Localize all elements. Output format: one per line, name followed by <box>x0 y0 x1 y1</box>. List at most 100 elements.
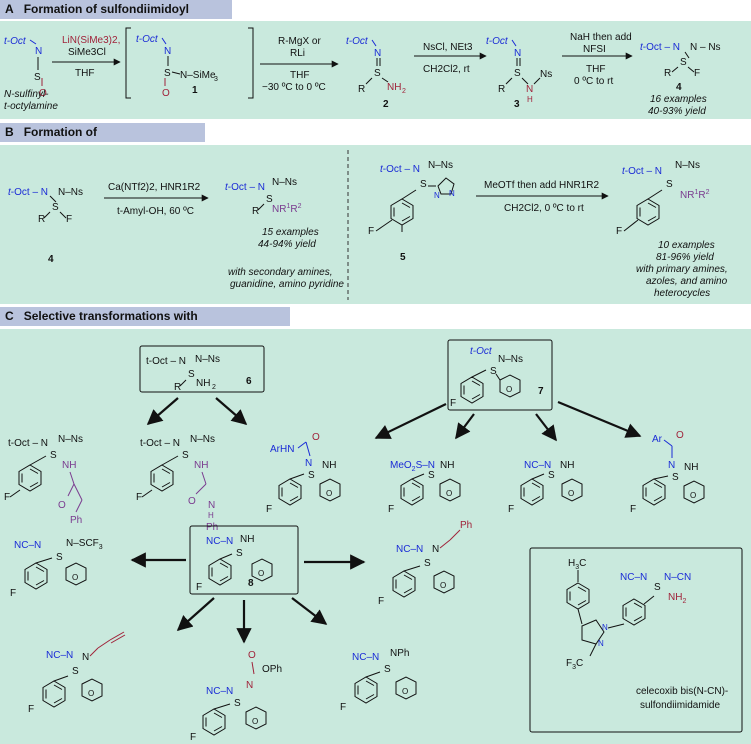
product-7-sulfonyl: MeO2S–N S NH F <box>388 460 461 515</box>
compound-6-number: 6 <box>246 376 252 387</box>
svg-text:F: F <box>136 492 142 503</box>
svg-text:F: F <box>4 492 10 503</box>
svg-text:S: S <box>680 57 687 68</box>
svg-text:N: N <box>374 48 381 59</box>
svg-text:S: S <box>308 470 315 481</box>
svg-text:S: S <box>50 450 57 461</box>
svg-text:2: 2 <box>402 88 406 95</box>
svg-text:R: R <box>252 206 259 217</box>
product-7-urea: ArHN O N S NH F <box>266 432 341 515</box>
t-oct-label: t-Oct <box>4 36 27 47</box>
scheme-a: t-Oct N S O N-sulfinyl- t-octylamine LiN… <box>4 27 721 117</box>
step3-solvent: CH2Cl2, rt <box>423 64 470 75</box>
svg-text:OPh: OPh <box>262 664 282 675</box>
svg-text:N–Ns: N–Ns <box>272 177 297 188</box>
compound-3-structure: t-Oct N S R N H Ns <box>486 36 552 104</box>
arrow-6-to-product-a <box>146 397 179 426</box>
step4-reagent1: NaH then add <box>570 32 632 43</box>
celecoxib-box: H3C N N F3C S NC–N N–CN NH2 celecoxib bi… <box>529 547 743 733</box>
svg-text:N–Ns: N–Ns <box>190 434 215 445</box>
svg-text:NH2: NH2 <box>668 592 686 605</box>
section-b-letter: B <box>5 125 14 139</box>
compound-8-box: NC–N NH S F 8 <box>189 525 299 595</box>
svg-text:S: S <box>72 666 79 677</box>
product-7-acyl: Ar O N S NH F <box>630 430 705 515</box>
intermediate-1-number: 1 <box>192 85 198 96</box>
product-7-cyano: NC–N S NH F <box>508 460 583 515</box>
svg-text:t-Oct – N: t-Oct – N <box>622 166 662 177</box>
svg-text:NC–N: NC–N <box>206 536 233 547</box>
sulfondiimidamine-product-right: t-Oct – N N–Ns S NR1R2 F <box>616 160 710 237</box>
arrow-7-to-sulfonyl <box>455 413 475 440</box>
svg-text:F: F <box>694 68 700 79</box>
svg-text:S: S <box>56 552 63 563</box>
svg-text:ArHN: ArHN <box>270 444 294 455</box>
svg-text:H: H <box>527 95 533 104</box>
svg-text:F: F <box>508 504 514 515</box>
svg-text:N–Ns: N–Ns <box>195 354 220 365</box>
svg-text:3: 3 <box>214 76 218 83</box>
svg-text:N: N <box>598 639 604 648</box>
compound-4-number: 4 <box>676 82 682 93</box>
svg-text:t-Oct: t-Oct <box>470 346 493 357</box>
svg-text:N–Ns: N–Ns <box>428 160 453 171</box>
step2-solvent: THF <box>290 70 309 81</box>
svg-text:N – Ns: N – Ns <box>690 42 721 53</box>
svg-text:t-Oct: t-Oct <box>346 36 369 47</box>
compound-7-box: t-Oct N–Ns S F 7 <box>447 339 553 411</box>
svg-text:N: N <box>208 500 215 511</box>
compound-5-structure: t-Oct – N N–Ns S F N N <box>368 160 455 237</box>
scheme-b-left-solvent: t-Amyl-OH, 60 ºC <box>117 206 194 217</box>
svg-text:Ns: Ns <box>540 69 552 80</box>
svg-text:R: R <box>664 68 671 79</box>
svg-text:N: N <box>434 191 440 200</box>
scheme-b-right-scope2: azoles, and amino <box>646 276 728 287</box>
compound-4-structure: t-Oct – N N – Ns S R F <box>640 42 721 79</box>
product-8-scf3: NC–N N–SCF3 S F <box>10 538 103 599</box>
product-8-phenyl: NC–N NPh S F <box>340 648 417 713</box>
scheme-b-right-reagent: MeOTf then add HNR1R2 <box>484 180 599 191</box>
svg-text:N: N <box>305 458 312 469</box>
svg-text:N: N <box>82 652 89 663</box>
svg-text:S: S <box>188 369 195 380</box>
svg-text:NC–N: NC–N <box>396 544 423 555</box>
svg-text:NR1R2: NR1R2 <box>680 189 710 201</box>
svg-text:NH: NH <box>560 460 574 471</box>
svg-text:S: S <box>266 194 273 205</box>
svg-text:O: O <box>312 432 320 443</box>
svg-text:N: N <box>432 544 439 555</box>
compound-7-number: 7 <box>538 386 544 397</box>
svg-text:F: F <box>616 226 622 237</box>
step3-reagent: NsCl, NEt3 <box>423 42 473 53</box>
svg-text:t-Oct – N: t-Oct – N <box>146 356 186 367</box>
svg-text:S: S <box>234 698 241 709</box>
scheme-b-left-scope2: guanidine, amino pyridine <box>230 279 344 290</box>
svg-text:NC–N: NC–N <box>352 652 379 663</box>
scheme-b-right-examples: 10 examples <box>658 240 715 251</box>
svg-text:NH: NH <box>684 462 698 473</box>
svg-text:t-Oct – N: t-Oct – N <box>140 438 180 449</box>
svg-text:S: S <box>514 68 521 79</box>
arrow-7-to-urea <box>374 403 447 439</box>
intermediate-1-structure: t-Oct N S O N–SiMe 3 <box>125 27 254 99</box>
svg-text:S: S <box>374 68 381 79</box>
svg-text:NC–N: NC–N <box>46 650 73 661</box>
svg-text:F: F <box>368 226 374 237</box>
svg-text:N: N <box>668 460 675 471</box>
svg-text:S: S <box>164 68 171 79</box>
svg-text:NH: NH <box>194 460 208 471</box>
svg-text:N: N <box>526 84 533 95</box>
svg-text:S: S <box>666 179 673 190</box>
svg-text:NC–N: NC–N <box>620 572 647 583</box>
scheme-b-left-examples: 15 examples <box>262 227 319 238</box>
svg-text:N: N <box>246 680 253 691</box>
svg-text:O: O <box>58 500 66 511</box>
svg-text:F: F <box>10 588 16 599</box>
compound-2-number: 2 <box>383 99 389 110</box>
svg-text:S: S <box>420 179 427 190</box>
svg-text:NC–N: NC–N <box>206 686 233 697</box>
arrow-8-to-propargyl <box>176 597 215 632</box>
compound-6-box: t-Oct – N N–Ns S R NH 2 6 <box>139 345 265 393</box>
svg-text:NH: NH <box>240 534 254 545</box>
